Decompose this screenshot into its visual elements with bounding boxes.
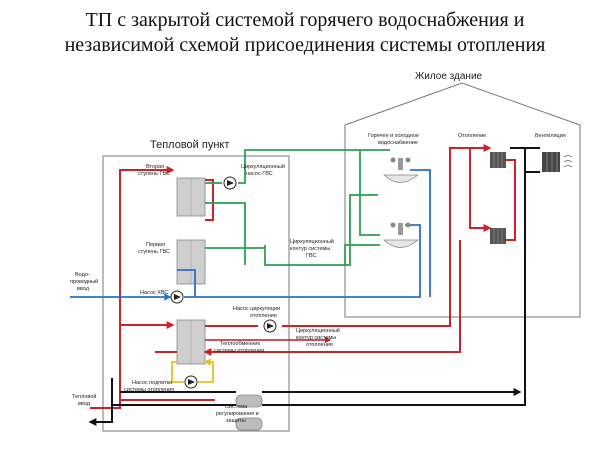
label-dhw-circ-pump: Циркуляционный насос ГВС	[241, 163, 286, 177]
label-control-system: Система регулирования и защиты	[216, 404, 260, 424]
regulation-device-2	[235, 417, 263, 431]
substation-label: Тепловой пункт	[150, 139, 229, 151]
label-heating-circ-pump: Насос циркуляции отопления	[233, 306, 282, 319]
cold-water-pipes	[70, 169, 431, 301]
heat-exchanger-heating	[176, 319, 206, 365]
label-dhw-circ-loop: Циркуляционный контур системы ГВС	[290, 238, 335, 259]
sink-lower	[382, 222, 420, 248]
label-heat-inlet: Тепловой ввод	[72, 393, 98, 407]
regulation-device-1	[235, 394, 263, 408]
label-cold-water-pump: Насос ХВС	[140, 290, 168, 296]
label-second-stage: Вторая ступень ГВС	[138, 164, 170, 177]
label-hot-cold-water: Горячее и холодное водоснабжение	[368, 133, 421, 146]
heat-exchanger-stage1	[176, 239, 206, 285]
makeup-pump	[184, 375, 198, 389]
heating-circ-pump	[263, 319, 277, 333]
label-makeup-pump: Насос подпитки системы отопления	[124, 380, 174, 393]
label-heating-circ-loop: Циркуляционный контур системы отопления	[296, 327, 341, 348]
label-ventilation: Вентиляция	[535, 133, 566, 139]
diagram-title: ТП с закрытой системой горячего водоснаб…	[0, 8, 610, 58]
dhw-pipes	[205, 149, 390, 266]
radiator-upper	[490, 152, 506, 168]
building-outline	[344, 82, 581, 318]
heat-exchanger-stage2	[176, 177, 206, 217]
radiator-lower	[490, 228, 506, 244]
makeup-pipes	[171, 358, 214, 383]
label-cold-water-inlet: Водо- проводный ввод	[70, 272, 100, 292]
substation-box	[102, 155, 290, 432]
cold-water-pump	[170, 290, 184, 304]
dhw-circ-pump	[223, 176, 237, 190]
label-first-stage: Первая ступень ГВС	[138, 242, 170, 255]
building-label: Жилое здание	[415, 71, 483, 82]
sink-upper	[382, 157, 420, 183]
return-pipes	[88, 147, 540, 426]
title-line-2: независимой схемой присоединения системы…	[64, 34, 546, 56]
title-line-1: ТП с закрытой системой горячего водоснаб…	[85, 9, 525, 31]
ventilation-unit	[542, 152, 573, 172]
supply-pipes	[90, 144, 516, 409]
label-heating: Отопление	[458, 133, 486, 139]
label-heat-exchanger-heating: Теплообменник системы отопления	[214, 341, 264, 354]
